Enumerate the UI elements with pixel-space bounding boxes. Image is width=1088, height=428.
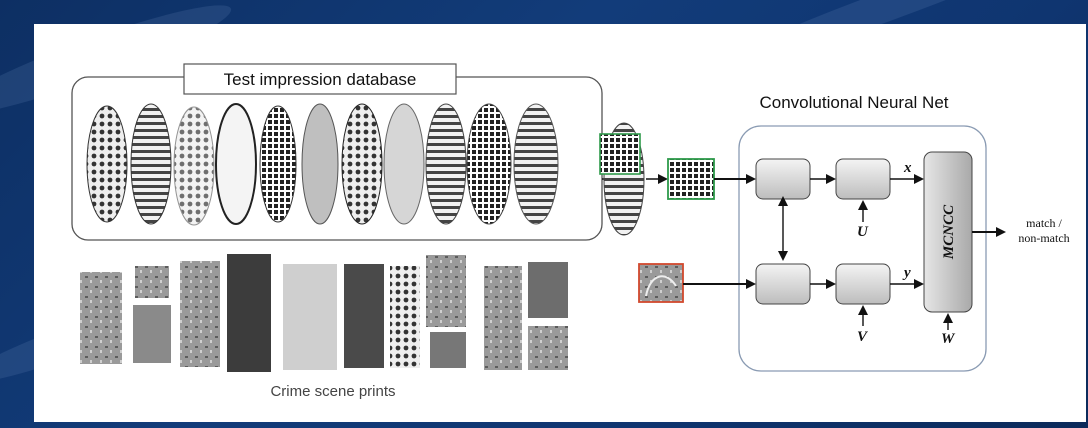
shoeprint	[384, 104, 424, 224]
crime-print	[133, 305, 171, 363]
shoeprint	[467, 104, 511, 224]
shoeprint-gallery	[87, 104, 558, 225]
var-x: x	[903, 160, 912, 176]
figure-panel: Test impression database Crime scene pri…	[34, 24, 1086, 422]
var-w: W	[941, 331, 956, 347]
shoeprint	[260, 106, 296, 222]
database-label: Test impression database	[224, 70, 417, 89]
crime-label: Crime scene prints	[270, 383, 395, 400]
shoeprint	[426, 104, 466, 224]
crime-print	[344, 264, 384, 368]
output-label-line2: non-match	[1018, 231, 1069, 245]
pipeline-diagram: Test impression database Crime scene pri…	[34, 24, 1086, 422]
crime-print	[528, 262, 568, 318]
shoeprint	[131, 104, 171, 224]
selected-print	[600, 123, 644, 235]
crime-print	[180, 261, 220, 367]
conv-box-top-1	[756, 159, 810, 199]
mcncc-label: MCNCC	[941, 204, 957, 260]
shoeprint	[174, 107, 214, 225]
var-v: V	[857, 329, 869, 345]
crime-print	[283, 264, 337, 370]
selected-patch-outline	[600, 134, 640, 174]
shoeprint	[216, 104, 256, 224]
shoeprint	[302, 104, 338, 224]
crime-print	[80, 272, 122, 364]
conv-box-bottom-1	[756, 264, 810, 304]
cnn-title: Convolutional Neural Net	[760, 93, 949, 112]
conv-box-top-2	[836, 159, 890, 199]
crime-print	[484, 266, 522, 370]
crime-print	[430, 332, 466, 368]
crime-print	[390, 266, 420, 368]
var-y: y	[902, 265, 911, 281]
crime-print	[135, 266, 169, 298]
crime-print	[426, 255, 466, 327]
output-label-line1: match /	[1026, 216, 1062, 230]
shoeprint	[514, 104, 558, 224]
crime-scene-gallery	[80, 254, 568, 372]
crime-print	[227, 254, 271, 372]
shoeprint	[87, 106, 127, 222]
crime-print	[528, 326, 568, 370]
conv-box-bottom-2	[836, 264, 890, 304]
var-u: U	[857, 224, 869, 240]
query-patch	[639, 264, 683, 302]
shoeprint	[342, 104, 382, 224]
database-patch	[668, 159, 714, 199]
